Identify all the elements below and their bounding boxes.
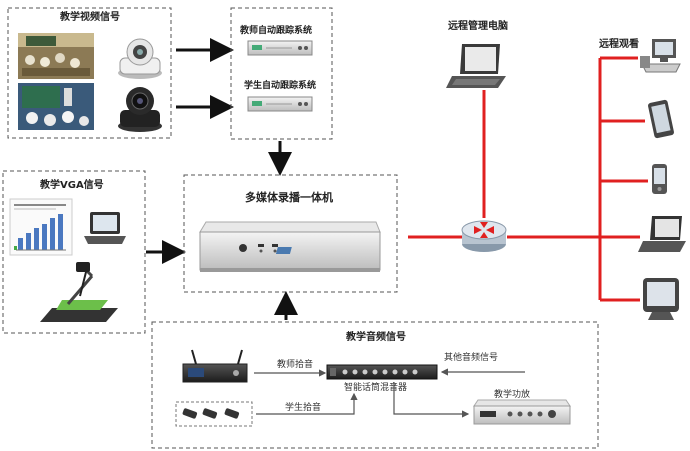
teaching-amplifier-device [473, 399, 571, 425]
laptop-icon [84, 212, 126, 244]
remote-pc-label: 远程管理电脑 [448, 19, 508, 32]
tracking-systems-group: 教师自动跟踪系统 学生自动跟踪系统 [230, 7, 333, 140]
teacher-tracking-label: 教师自动跟踪系统 [239, 24, 312, 36]
camera-white-icon [118, 38, 162, 79]
boundary-microphones-icon [175, 401, 253, 427]
video-group-title: 教学视频信号 [59, 10, 120, 23]
audio-group-border [151, 321, 599, 449]
presentation-slide-thumbnail [9, 198, 73, 256]
audio-signal-group: 教学音频信号 教师拾音 学生拾音 智能话筒混音器 [151, 321, 599, 449]
recorder-title: 多媒体录播一体机 [245, 190, 333, 204]
recorder-device [199, 221, 381, 272]
network-lines [408, 56, 648, 302]
tracking-group-border [230, 7, 333, 140]
classroom-photo-1 [18, 33, 94, 79]
desktop-pc-icon [640, 39, 681, 73]
vga-signal-group: 教学VGA信号 [2, 170, 146, 334]
student-tracking-label: 学生自动跟踪系统 [244, 79, 316, 91]
video-signal-group: 教学视频信号 [7, 7, 172, 139]
remote-viewing-label: 远程观看 [599, 37, 639, 50]
audio-group-title: 教学音频信号 [345, 330, 406, 343]
other-audio-label: 其他音频信号 [444, 351, 498, 363]
classroom-photo-2 [18, 83, 94, 130]
router-icon [461, 220, 507, 252]
vga-group-border [2, 170, 146, 334]
camera-black-icon [118, 87, 162, 132]
viewer-laptop-icon [638, 216, 686, 252]
monitor-icon [643, 278, 679, 320]
remote-laptop-icon [446, 44, 506, 88]
teacher-pickup-label: 教师拾音 [277, 358, 313, 370]
arrow-student-pickup [256, 392, 358, 415]
tablet-icon [648, 99, 674, 139]
student-pickup-label: 学生拾音 [285, 401, 321, 413]
video-group-border [7, 7, 172, 139]
phone-icon [652, 164, 667, 194]
recorder-group: 多媒体录播一体机 [183, 174, 398, 293]
vga-group-title: 教学VGA信号 [39, 178, 104, 191]
wireless-receiver-icon [182, 349, 248, 383]
amplifier-label: 教学功放 [494, 388, 530, 400]
arrow-mixer-to-amplifier [393, 382, 470, 418]
mixer-label: 智能话筒混音器 [344, 381, 407, 393]
student-tracking-device [247, 96, 313, 112]
document-camera-icon [40, 262, 118, 322]
microphone-mixer-device [326, 364, 438, 380]
teacher-tracking-device [247, 40, 313, 56]
